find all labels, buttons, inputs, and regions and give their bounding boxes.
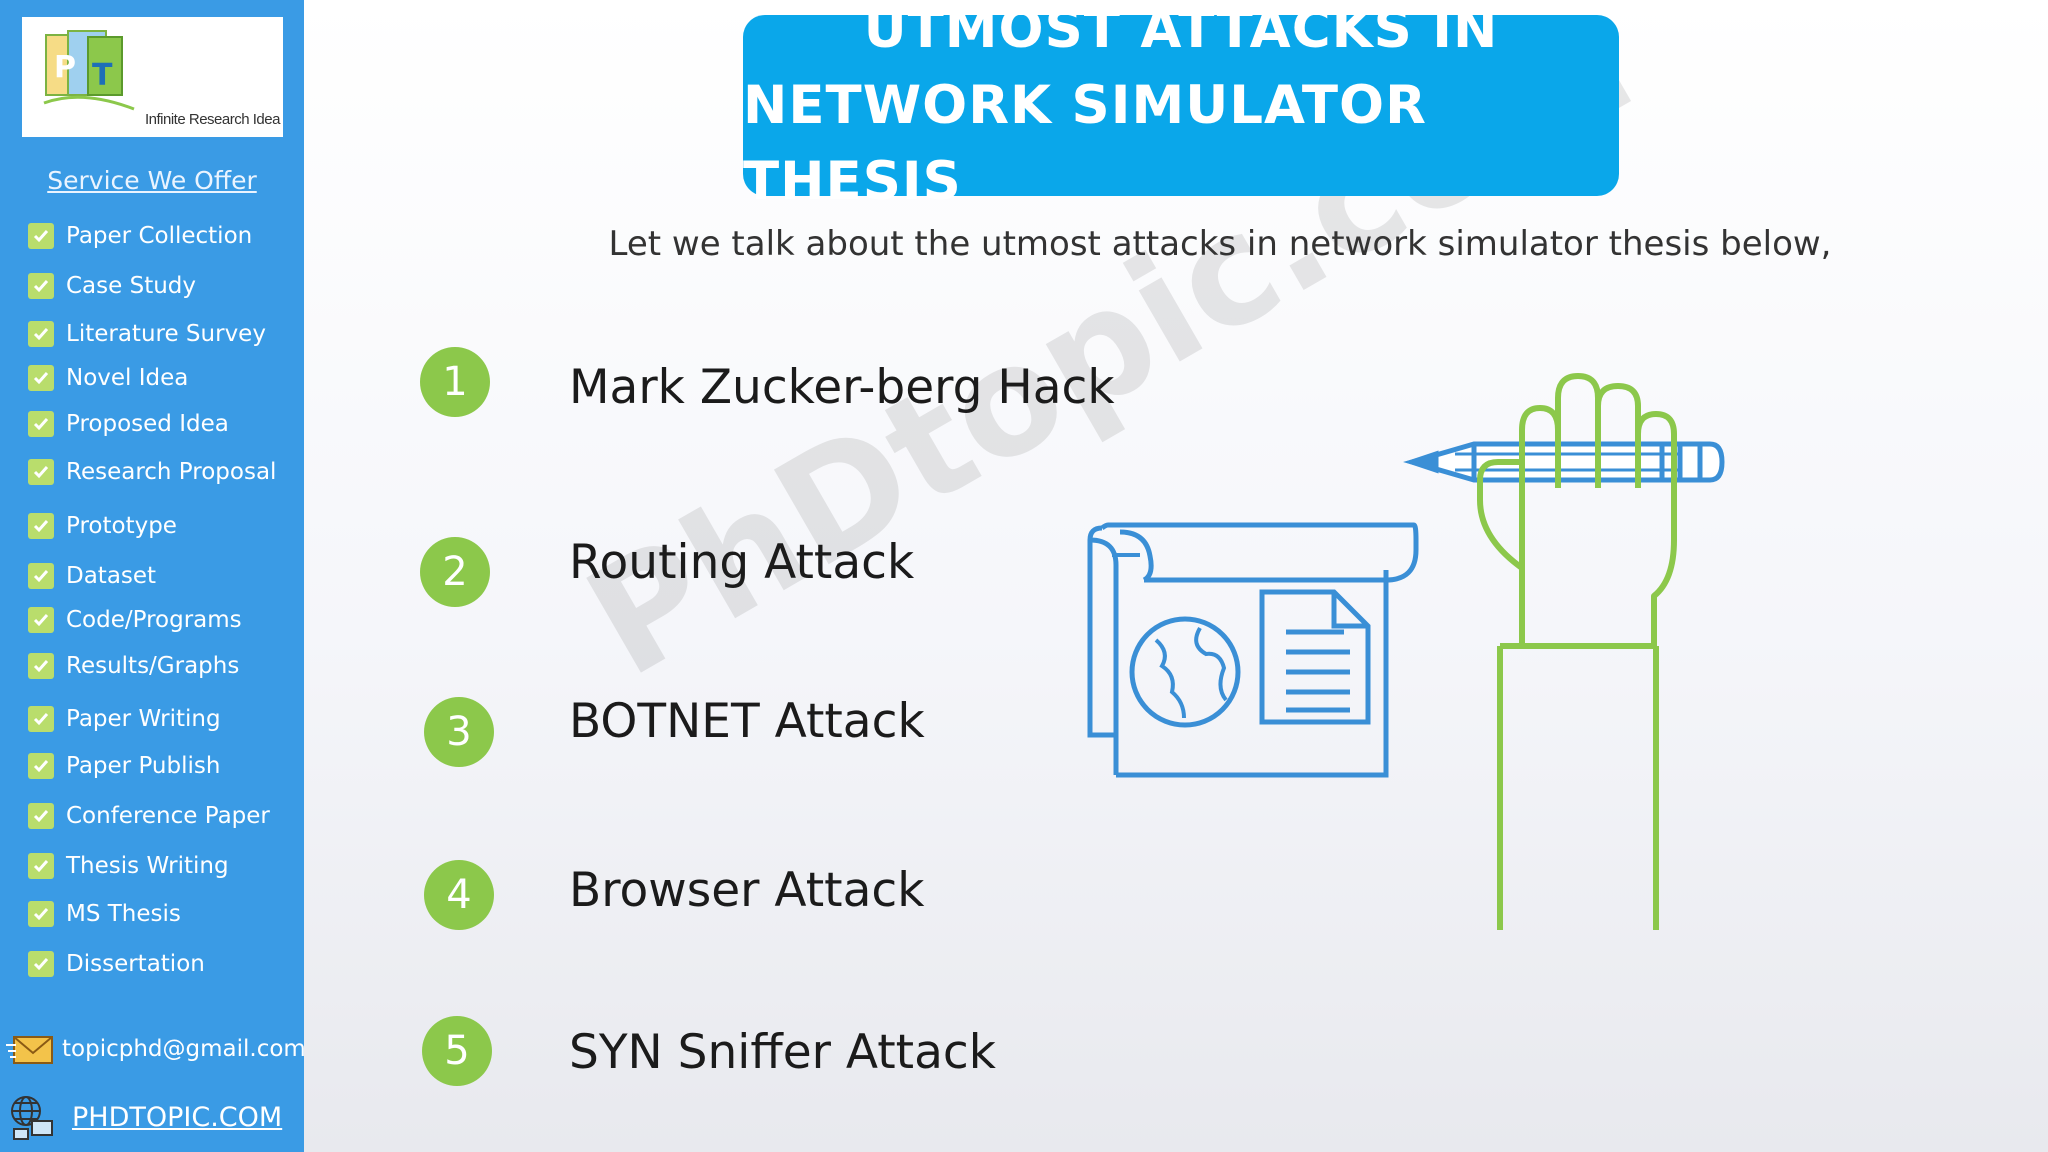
check-icon bbox=[28, 513, 54, 539]
service-item-label: Dissertation bbox=[66, 951, 205, 977]
number-badge-2: 2 bbox=[420, 537, 490, 607]
service-item-label: Proposed Idea bbox=[66, 411, 229, 437]
service-item-conference-paper[interactable]: Conference Paper bbox=[28, 798, 270, 834]
service-item-ms-thesis[interactable]: MS Thesis bbox=[28, 896, 181, 932]
subtitle: Let we talk about the utmost attacks in … bbox=[608, 224, 1832, 264]
check-icon bbox=[28, 321, 54, 347]
check-icon bbox=[28, 459, 54, 485]
service-item-case-study[interactable]: Case Study bbox=[28, 268, 196, 304]
service-item-label: Literature Survey bbox=[66, 321, 266, 347]
service-item-prototype[interactable]: Prototype bbox=[28, 508, 177, 544]
attack-item-5: SYN Sniffer Attack bbox=[569, 1025, 996, 1080]
envelope-icon bbox=[6, 1036, 53, 1064]
service-item-proposed-idea[interactable]: Proposed Idea bbox=[28, 406, 229, 442]
check-icon bbox=[28, 365, 54, 391]
check-icon bbox=[28, 901, 54, 927]
service-item-label: Results/Graphs bbox=[66, 653, 240, 679]
hand-icon bbox=[1477, 373, 1677, 930]
check-icon bbox=[28, 273, 54, 299]
service-item-label: Case Study bbox=[66, 273, 197, 299]
service-item-paper-writing[interactable]: Paper Writing bbox=[28, 701, 221, 737]
website-link[interactable]: PHDTOPIC.COM bbox=[6, 1091, 282, 1143]
service-item-thesis-writing[interactable]: Thesis Writing bbox=[28, 848, 229, 884]
check-icon bbox=[28, 607, 54, 633]
service-item-paper-collection[interactable]: Paper Collection bbox=[28, 218, 252, 254]
check-icon bbox=[28, 951, 54, 977]
document-hand-illustration bbox=[1087, 373, 1725, 930]
document-icon bbox=[1087, 522, 1419, 778]
service-item-label: Thesis Writing bbox=[66, 853, 229, 879]
email-text: topicphd@gmail.com bbox=[62, 1036, 306, 1062]
service-item-label: Paper Publish bbox=[66, 753, 221, 779]
website-text: PHDTOPIC.COM bbox=[72, 1101, 283, 1133]
attack-item-2: Routing Attack bbox=[569, 535, 915, 590]
attack-item-4: Browser Attack bbox=[569, 863, 925, 918]
service-item-label: MS Thesis bbox=[66, 901, 181, 927]
svg-text:P: P bbox=[54, 50, 76, 85]
check-icon bbox=[28, 223, 54, 249]
page-title-line-2: NETWORK SIMULATOR THESIS bbox=[743, 74, 1427, 212]
service-item-label: Prototype bbox=[66, 513, 177, 539]
check-icon bbox=[28, 411, 54, 437]
check-icon bbox=[28, 853, 54, 879]
page-title-line-1: UTMOST ATTACKS IN bbox=[863, 0, 1499, 60]
service-item-dissertation[interactable]: Dissertation bbox=[28, 946, 205, 982]
service-item-label: Code/Programs bbox=[66, 607, 242, 633]
service-item-research-proposal[interactable]: Research Proposal bbox=[28, 454, 276, 490]
number-badge-3: 3 bbox=[424, 697, 494, 767]
service-item-literature-survey[interactable]: Literature Survey bbox=[28, 316, 266, 352]
sidebar: P T Infinite Research Idea Service We Of… bbox=[0, 0, 306, 1152]
globe-network-icon bbox=[11, 1096, 53, 1140]
check-icon bbox=[28, 653, 54, 679]
check-icon bbox=[28, 753, 54, 779]
service-item-code-programs[interactable]: Code/Programs bbox=[28, 602, 242, 638]
contact-email[interactable]: topicphd@gmail.com bbox=[6, 1031, 306, 1067]
pencil-icon bbox=[1403, 441, 1725, 483]
attack-item-3: BOTNET Attack bbox=[569, 694, 925, 749]
service-item-label: Conference Paper bbox=[66, 803, 270, 829]
check-icon bbox=[28, 803, 54, 829]
service-item-dataset[interactable]: Dataset bbox=[28, 558, 156, 594]
check-icon bbox=[28, 706, 54, 732]
logo[interactable]: P T Infinite Research Idea bbox=[22, 17, 283, 137]
number-badge-5: 5 bbox=[422, 1016, 492, 1086]
svg-text:T: T bbox=[92, 58, 113, 93]
logo-tagline: Infinite Research Idea bbox=[145, 111, 280, 128]
service-item-label: Research Proposal bbox=[66, 459, 277, 485]
pt-logo-icon: P T bbox=[43, 30, 135, 111]
service-item-label: Paper Writing bbox=[66, 706, 221, 732]
number-badge-4: 4 bbox=[424, 860, 494, 930]
number-badge-1: 1 bbox=[420, 347, 490, 417]
service-item-novel-idea[interactable]: Novel Idea bbox=[28, 360, 188, 396]
service-title[interactable]: Service We Offer bbox=[47, 166, 257, 195]
title-banner: UTMOST ATTACKS IN NETWORK SIMULATOR THES… bbox=[743, 0, 1619, 212]
check-icon bbox=[28, 563, 54, 589]
service-item-label: Dataset bbox=[66, 563, 157, 589]
service-item-label: Paper Collection bbox=[66, 223, 253, 249]
service-item-label: Novel Idea bbox=[66, 365, 189, 391]
service-item-paper-publish[interactable]: Paper Publish bbox=[28, 748, 220, 784]
attack-item-1: Mark Zucker-berg Hack bbox=[569, 360, 1115, 415]
service-item-results-graphs[interactable]: Results/Graphs bbox=[28, 648, 239, 684]
